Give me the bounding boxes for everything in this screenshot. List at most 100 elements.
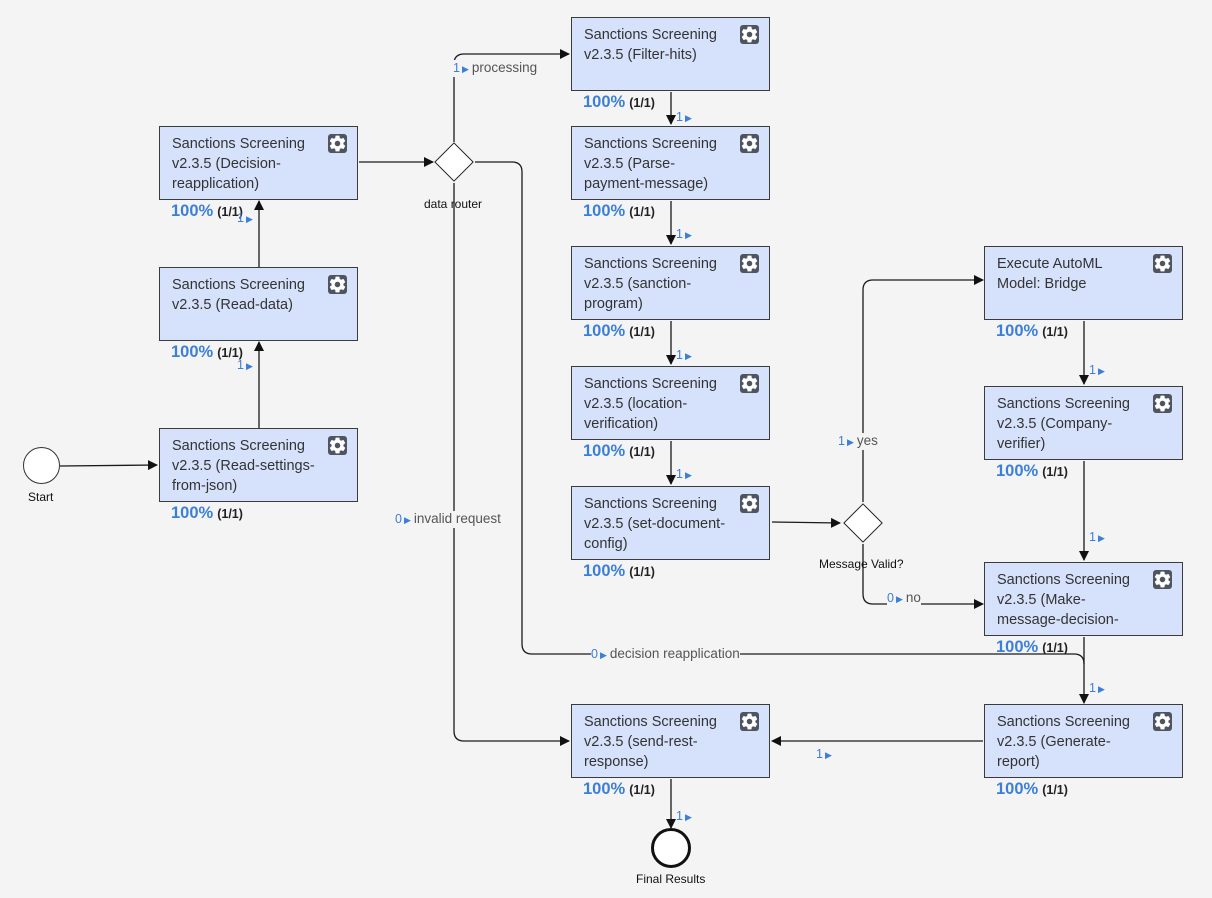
task-label: Sanctions Screening v2.3.5 (Company-veri… <box>997 396 1130 452</box>
play-triangle-icon: ▶ <box>824 750 832 760</box>
task-decision-reapplication[interactable]: Sanctions Screening v2.3.5 (Decision-rea… <box>159 126 358 200</box>
progress-count: (1/1) <box>629 325 655 339</box>
flow-count: 1 <box>237 358 244 372</box>
flow-label-automl-to-company[interactable]: 1▶ <box>1089 362 1108 379</box>
task-generate-report[interactable]: Sanctions Screening v2.3.5 (Generate-rep… <box>984 704 1183 778</box>
task-automl-bridge[interactable]: Execute AutoML Model: Bridge <box>984 246 1183 320</box>
flow-text: no <box>905 590 921 605</box>
flow-label-parse-to-sanction[interactable]: 1▶ <box>676 226 695 243</box>
progress-percent: 100% <box>171 504 214 522</box>
end-event[interactable] <box>651 828 691 868</box>
flow-label-read-data-to-decision[interactable]: 1▶ <box>237 210 256 227</box>
task-progress: 100%(1/1) <box>171 343 243 362</box>
progress-count: (1/1) <box>629 565 655 579</box>
task-set-document-config[interactable]: Sanctions Screening v2.3.5 (set-document… <box>571 486 770 560</box>
gear-icon[interactable] <box>740 25 759 44</box>
task-progress: 100%(1/1) <box>996 638 1068 657</box>
flow-label-invalid-request[interactable]: 0▶invalid request <box>395 511 501 528</box>
play-triangle-icon: ▶ <box>684 812 692 822</box>
play-triangle-icon: ▶ <box>1097 366 1105 376</box>
flow-decision-reapplication[interactable] <box>475 161 1089 704</box>
flow-label-company-to-make[interactable]: 1▶ <box>1089 529 1108 546</box>
flow-label-filter-to-parse[interactable]: 1▶ <box>676 109 695 126</box>
flow-count: 1 <box>676 809 683 823</box>
task-progress: 100%(1/1) <box>996 322 1068 341</box>
task-make-message-decision[interactable]: Sanctions Screening v2.3.5 (Make-message… <box>984 562 1183 636</box>
progress-percent: 100% <box>583 202 626 220</box>
task-progress: 100%(1/1) <box>996 780 1068 799</box>
gear-icon[interactable] <box>1153 712 1172 731</box>
flow-count: 1 <box>237 211 244 225</box>
gear-icon[interactable] <box>328 436 347 455</box>
flow-count: 1 <box>676 227 683 241</box>
flow-label-location-to-setdoc[interactable]: 1▶ <box>676 466 695 483</box>
progress-count: (1/1) <box>629 205 655 219</box>
progress-count: (1/1) <box>1042 641 1068 655</box>
task-label: Sanctions Screening v2.3.5 (Read-data) <box>172 277 305 313</box>
flow-label-processing[interactable]: 1▶processing <box>453 60 538 77</box>
gear-icon[interactable] <box>1153 570 1172 589</box>
flow-label-sanction-to-location[interactable]: 1▶ <box>676 347 695 364</box>
gear-icon[interactable] <box>740 494 759 513</box>
task-label: Sanctions Screening v2.3.5 (set-document… <box>584 496 726 552</box>
flow-no[interactable] <box>862 544 984 609</box>
start-event[interactable] <box>23 447 60 484</box>
play-triangle-icon: ▶ <box>461 64 469 74</box>
flow-count: 1 <box>838 434 845 448</box>
flow-start-to-read-settings[interactable] <box>59 460 158 471</box>
task-label: Sanctions Screening v2.3.5 (send-rest-re… <box>584 714 717 770</box>
task-filter-hits[interactable]: Sanctions Screening v2.3.5 (Filter-hits) <box>571 17 770 91</box>
flow-label-yes[interactable]: 1▶yes <box>838 433 878 450</box>
task-label: Execute AutoML Model: Bridge <box>997 256 1103 292</box>
flow-count: 1 <box>676 348 683 362</box>
progress-percent: 100% <box>996 322 1039 340</box>
gear-icon[interactable] <box>1153 254 1172 273</box>
task-progress: 100%(1/1) <box>583 202 655 221</box>
gear-icon[interactable] <box>740 712 759 731</box>
progress-count: (1/1) <box>217 346 243 360</box>
flow-label-send-to-end[interactable]: 1▶ <box>676 808 695 825</box>
play-triangle-icon: ▶ <box>403 515 411 525</box>
gear-icon[interactable] <box>740 254 759 273</box>
task-location-verification[interactable]: Sanctions Screening v2.3.5 (location-ver… <box>571 366 770 440</box>
gear-icon[interactable] <box>328 134 347 153</box>
end-event-label: Final Results <box>636 872 706 886</box>
task-label: Sanctions Screening v2.3.5 (Filter-hits) <box>584 27 717 63</box>
play-triangle-icon: ▶ <box>684 351 692 361</box>
flow-count: 1 <box>1089 530 1096 544</box>
task-read-data[interactable]: Sanctions Screening v2.3.5 (Read-data) <box>159 267 358 341</box>
flow-text: yes <box>856 433 878 448</box>
flow-setdoc-to-message-valid[interactable] <box>771 517 841 528</box>
progress-percent: 100% <box>583 562 626 580</box>
task-send-rest-response[interactable]: Sanctions Screening v2.3.5 (send-rest-re… <box>571 704 770 778</box>
task-company-verifier[interactable]: Sanctions Screening v2.3.5 (Company-veri… <box>984 386 1183 460</box>
flow-label-no[interactable]: 0▶no <box>887 590 921 607</box>
progress-count: (1/1) <box>1042 325 1068 339</box>
play-triangle-icon: ▶ <box>684 113 692 123</box>
gear-icon[interactable] <box>740 374 759 393</box>
flow-label-make-to-generate[interactable]: 1▶ <box>1089 680 1108 697</box>
task-progress: 100%(1/1) <box>171 504 243 523</box>
task-progress: 100%(1/1) <box>583 442 655 461</box>
message-valid-label: Message Valid? <box>819 557 904 571</box>
flow-invalid-request[interactable] <box>453 183 570 746</box>
flow-label-generate-to-send[interactable]: 1▶ <box>816 746 835 763</box>
gear-icon[interactable] <box>740 134 759 153</box>
progress-count: (1/1) <box>1042 465 1068 479</box>
flow-yes[interactable] <box>862 275 984 502</box>
gear-icon[interactable] <box>328 275 347 294</box>
progress-percent: 100% <box>583 93 626 111</box>
flow-label-read-settings-to-read-data[interactable]: 1▶ <box>237 357 256 374</box>
task-parse-payment[interactable]: Sanctions Screening v2.3.5 (Parse-paymen… <box>571 126 770 200</box>
play-triangle-icon: ▶ <box>1097 684 1105 694</box>
gear-icon[interactable] <box>1153 394 1172 413</box>
progress-percent: 100% <box>583 322 626 340</box>
task-label: Sanctions Screening v2.3.5 (Parse-paymen… <box>584 136 717 192</box>
task-read-settings[interactable]: Sanctions Screening v2.3.5 (Read-setting… <box>159 428 358 502</box>
task-sanction-program[interactable]: Sanctions Screening v2.3.5 (sanction-pro… <box>571 246 770 320</box>
flow-count: 0 <box>395 512 402 526</box>
flow-count: 1 <box>453 61 460 75</box>
flow-label-decision-reapplication[interactable]: 0▶decision reapplication <box>591 646 740 663</box>
